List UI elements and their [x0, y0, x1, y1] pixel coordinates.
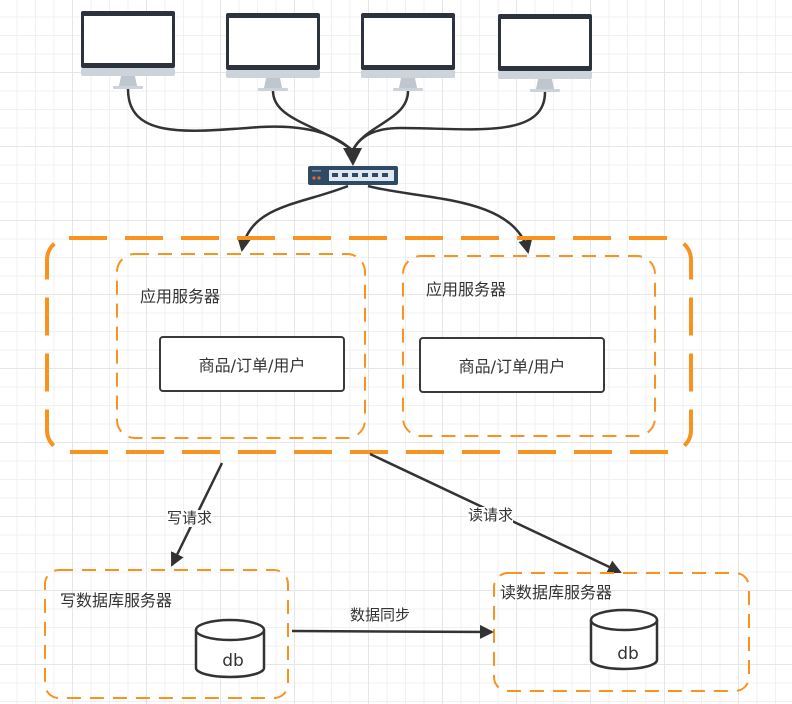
- write-db-label: db: [222, 651, 244, 671]
- monitor-icon: [498, 14, 592, 92]
- write-db-cylinder-icon: [194, 618, 266, 679]
- read-db-cylinder-icon: [589, 608, 659, 671]
- network-switch-icon: [308, 166, 398, 185]
- app-server-1-title: 应用服务器: [140, 287, 221, 306]
- read-request-label: 读请求: [468, 506, 514, 524]
- read-db-label: db: [617, 644, 639, 664]
- write-request-label: 写请求: [167, 509, 213, 527]
- monitor-icon: [81, 11, 175, 89]
- edge-client1-switch: [126, 88, 353, 151]
- arrowhead-into-switch: [343, 148, 362, 166]
- app-server-1-module[interactable]: 商品/订单/用户: [159, 336, 345, 392]
- edge-client4-switch: [351, 91, 547, 151]
- data-sync-label: 数据同步: [350, 606, 411, 624]
- read-db-server-title: 读数据库服务器: [500, 583, 613, 602]
- client-monitor-2: [226, 13, 320, 91]
- app-server-2-module-label: 商品/订单/用户: [458, 357, 566, 376]
- edge-switch-app-server-2: [367, 184, 533, 254]
- edge-data-sync: [291, 624, 494, 639]
- app-server-1-module-label: 商品/订单/用户: [198, 356, 306, 375]
- client-monitor-4: [498, 14, 592, 92]
- client-monitor-3: [361, 13, 455, 91]
- edge-switch-app-server-1: [237, 184, 349, 252]
- app-server-2-title: 应用服务器: [426, 280, 507, 299]
- app-cluster-container: [45, 236, 693, 454]
- write-db-server-container: [44, 569, 289, 699]
- client-monitor-1: [81, 11, 175, 89]
- app-server-1-container: [116, 253, 366, 439]
- monitor-icon: [361, 13, 455, 91]
- app-server-2-module[interactable]: 商品/订单/用户: [419, 337, 605, 393]
- write-db-server-title: 写数据库服务器: [60, 591, 173, 610]
- edge-client3-switch: [351, 90, 410, 151]
- monitor-icon: [226, 13, 320, 91]
- read-db-server-container: [493, 572, 750, 692]
- edge-client2-switch: [271, 90, 353, 151]
- client-connections: [126, 88, 547, 151]
